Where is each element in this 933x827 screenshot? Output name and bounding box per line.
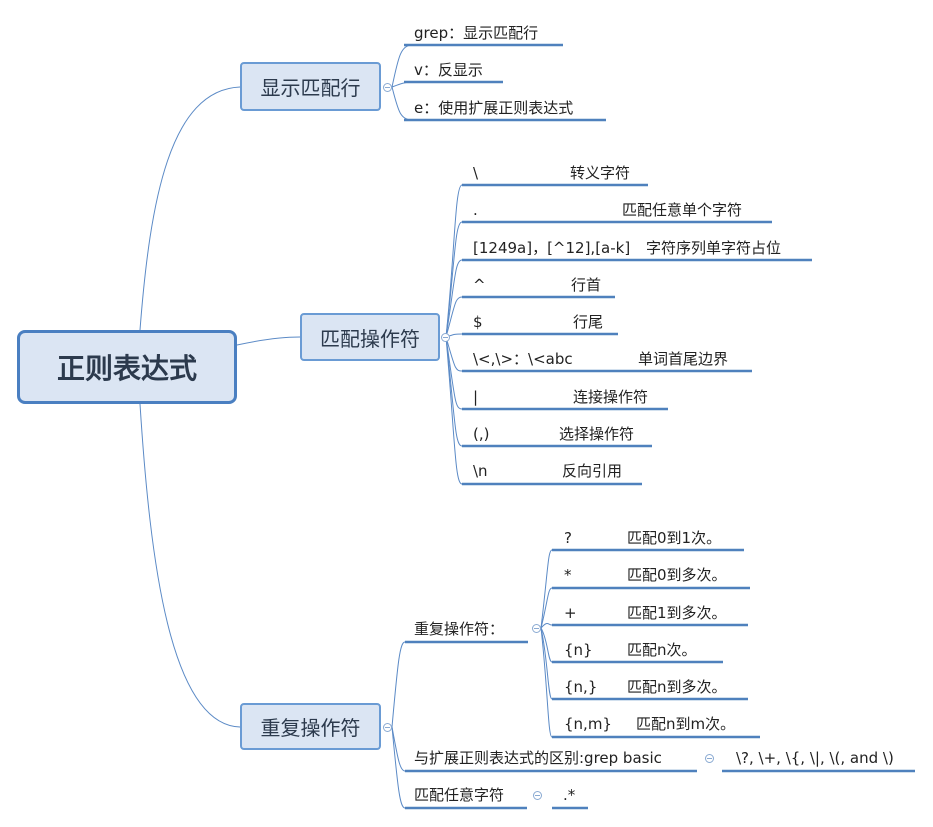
leaf-op: + [564, 604, 577, 622]
leaf-desc[interactable]: 匹配1到多次。 [627, 604, 727, 622]
collapse-icon[interactable] [383, 723, 392, 732]
leaf-desc[interactable]: 单词首尾边界 [638, 350, 729, 368]
leaf-e[interactable]: e：使用扩展正则表达式 [414, 99, 574, 117]
leaf-desc[interactable]: 选择操作符 [559, 425, 635, 443]
leaf-desc[interactable]: 匹配任意单个字符 [622, 201, 743, 219]
branch-display[interactable]: 显示匹配行 [240, 62, 381, 111]
sub-diff-basic[interactable]: 与扩展正则表达式的区别:grep basic [414, 749, 662, 767]
leaf-desc[interactable]: 匹配n到m次。 [636, 715, 736, 733]
leaf-op: [1249a]，[^12],[a-k] [473, 239, 631, 257]
leaf-grep[interactable]: grep：显示匹配行 [414, 24, 539, 42]
leaf-op: \n [473, 462, 488, 480]
leaf-desc[interactable]: 反向引用 [562, 462, 623, 480]
leaf-op: $ [473, 313, 483, 331]
leaf-v[interactable]: v：反显示 [414, 61, 483, 79]
leaf-desc[interactable]: 行尾 [573, 313, 604, 331]
branch-repeat[interactable]: 重复操作符 [240, 703, 381, 750]
collapse-icon[interactable] [383, 83, 392, 92]
leaf-desc[interactable]: 转义字符 [570, 164, 631, 182]
leaf-op: ? [564, 529, 572, 547]
leaf-op: {n,} [564, 678, 598, 696]
leaf-op: {n} [564, 641, 593, 659]
collapse-icon[interactable] [705, 754, 714, 763]
sub-any-char[interactable]: 匹配任意字符 [414, 786, 505, 804]
root-node[interactable]: 正则表达式 [17, 330, 237, 404]
branch-match[interactable]: 匹配操作符 [300, 313, 440, 361]
leaf-desc[interactable]: 行首 [571, 276, 602, 294]
leaf-op: . [473, 201, 478, 219]
leaf-op: | [473, 388, 479, 406]
collapse-icon[interactable] [532, 624, 541, 633]
leaf-desc[interactable]: 匹配0到多次。 [627, 566, 727, 584]
leaf-desc[interactable]: 连接操作符 [573, 388, 649, 406]
leaf-op: ^ [473, 276, 486, 294]
leaf-op: (,) [473, 425, 490, 443]
leaf-op: \ [473, 164, 479, 182]
leaf-desc[interactable]: 匹配0到1次。 [627, 529, 722, 547]
leaf-op: * [564, 566, 572, 584]
leaf-op: \<,\>：\<abc [473, 350, 573, 368]
collapse-icon[interactable] [441, 333, 450, 342]
leaf-any-value[interactable]: .* [563, 786, 576, 804]
leaf-desc[interactable]: 匹配n次。 [627, 641, 697, 659]
leaf-diff-value[interactable]: \?, \+, \{, \|, \(, and \) [736, 749, 894, 767]
leaf-desc[interactable]: 匹配n到多次。 [627, 678, 727, 696]
collapse-icon[interactable] [533, 791, 542, 800]
leaf-op: {n,m} [564, 715, 612, 733]
leaf-desc[interactable]: 字符序列单字符占位 [646, 239, 782, 257]
sub-repeat-ops[interactable]: 重复操作符： [414, 620, 505, 638]
